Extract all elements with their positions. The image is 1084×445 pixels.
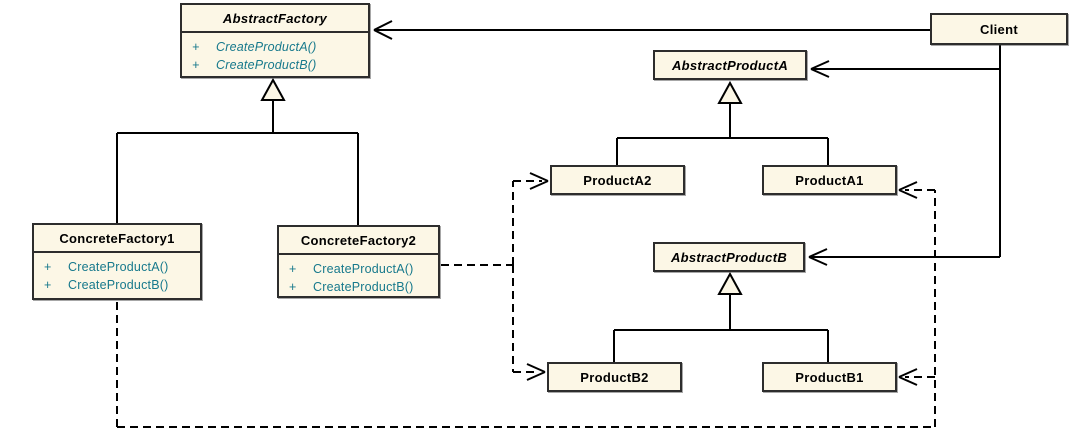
method-create-product-b: + CreateProductB() bbox=[44, 278, 169, 292]
edge-client-abstractproducts bbox=[808, 45, 1001, 266]
edge-generalization-abstractproducta bbox=[616, 80, 829, 165]
edge-client-abstractfactory bbox=[373, 20, 930, 40]
class-title: ConcreteFactory2 bbox=[279, 227, 438, 255]
class-title: AbstractProductA bbox=[671, 57, 789, 73]
class-title: AbstractFactory bbox=[182, 5, 368, 33]
class-concrete-factory-2: ConcreteFactory2 + CreateProductA() + Cr… bbox=[277, 225, 440, 298]
class-title: ProductB1 bbox=[795, 369, 864, 385]
class-methods: + CreateProductA() + CreateProductB() bbox=[34, 253, 200, 298]
method-create-product-b: + CreateProductB() bbox=[289, 280, 414, 294]
class-abstract-product-b: AbstractProductB bbox=[653, 242, 805, 272]
class-product-b1: ProductB1 bbox=[762, 362, 897, 392]
class-title: ProductB2 bbox=[580, 369, 649, 385]
class-client: Client bbox=[930, 13, 1068, 45]
class-title: AbstractProductB bbox=[670, 249, 788, 265]
edge-generalization-abstractfactory bbox=[116, 77, 359, 225]
class-abstract-product-a: AbstractProductA bbox=[653, 50, 807, 80]
class-abstract-factory: AbstractFactory + CreateProductA() + Cre… bbox=[180, 3, 370, 78]
class-title: ProductA2 bbox=[583, 172, 652, 188]
method-create-product-a: + CreateProductA() bbox=[44, 260, 169, 274]
class-methods: + CreateProductA() + CreateProductB() bbox=[279, 255, 438, 300]
class-title: ConcreteFactory1 bbox=[34, 225, 200, 253]
class-title: ProductA1 bbox=[795, 172, 864, 188]
method-create-product-a: + CreateProductA() bbox=[289, 262, 414, 276]
edge-dependency-concretefactory1 bbox=[116, 181, 936, 428]
edge-dependency-concretefactory2 bbox=[441, 172, 549, 381]
edge-generalization-abstractproductb bbox=[613, 271, 829, 362]
method-create-product-a: + CreateProductA() bbox=[192, 40, 317, 54]
method-create-product-b: + CreateProductB() bbox=[192, 58, 317, 72]
class-title: Client bbox=[980, 21, 1018, 37]
class-concrete-factory-1: ConcreteFactory1 + CreateProductA() + Cr… bbox=[32, 223, 202, 300]
class-product-b2: ProductB2 bbox=[547, 362, 682, 392]
class-product-a1: ProductA1 bbox=[762, 165, 897, 195]
class-product-a2: ProductA2 bbox=[550, 165, 685, 195]
class-methods: + CreateProductA() + CreateProductB() bbox=[182, 33, 368, 78]
